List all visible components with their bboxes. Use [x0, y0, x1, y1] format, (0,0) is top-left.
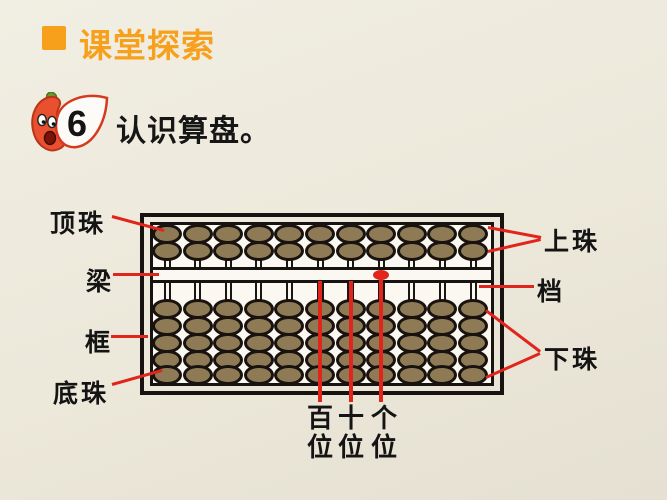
- abacus-bead: [274, 365, 305, 385]
- abacus-bead: [274, 241, 305, 261]
- pointer-line: [479, 284, 534, 288]
- abacus-bead: [427, 365, 458, 385]
- label-ones-place: 个位: [370, 403, 397, 462]
- place-marker-line: [348, 281, 353, 402]
- pointer-line: [111, 334, 148, 338]
- abacus-bead: [305, 241, 335, 261]
- abacus-bead: [396, 365, 427, 385]
- abacus-bead: [458, 241, 488, 261]
- label-beam: 梁: [86, 268, 115, 296]
- abacus-bead: [396, 241, 427, 261]
- abacus-bead: [243, 365, 274, 385]
- pepper-mouth-icon: [43, 130, 57, 146]
- section-bullet-icon: [42, 26, 66, 50]
- pointer-line: [113, 272, 159, 276]
- abacus-bead: [366, 241, 397, 261]
- exercise-badge: 6: [25, 92, 117, 158]
- exercise-title: 认识算盘。: [116, 115, 271, 148]
- abacus-bead: [152, 241, 182, 261]
- pepper-pupil-icon: [51, 122, 56, 126]
- pepper-pupil-icon: [41, 120, 46, 124]
- place-marker-line: [379, 277, 384, 402]
- abacus-bead: [458, 365, 488, 385]
- abacus-bead: [182, 241, 213, 261]
- abacus-beam: [153, 267, 491, 283]
- abacus-bead: [213, 241, 244, 261]
- label-lower-bead: 下珠: [544, 346, 601, 374]
- label-rod: 档: [537, 278, 566, 306]
- abacus-bead: [427, 241, 458, 261]
- exercise-number: 6: [66, 103, 88, 144]
- leaf-number-plate-icon: [54, 94, 109, 149]
- label-upper-bead: 上珠: [544, 228, 601, 256]
- label-frame: 框: [85, 329, 114, 357]
- abacus-bead: [182, 365, 213, 385]
- unit-rod-dot: [373, 270, 390, 280]
- section-title: 课堂探索: [79, 27, 215, 64]
- abacus-bead: [213, 365, 244, 385]
- label-bottom-bead: 底珠: [53, 380, 110, 408]
- abacus-bead: [243, 241, 274, 261]
- label-tens-place: 十位: [337, 403, 364, 462]
- pepper-mascot-icon: [31, 92, 109, 152]
- abacus-outer-frame: [140, 213, 504, 395]
- abacus-bead: [335, 241, 366, 261]
- label-hundreds-place: 百位: [306, 403, 333, 462]
- abacus-bead: [152, 365, 182, 385]
- place-marker-line: [318, 281, 322, 402]
- label-top-bead: 顶珠: [50, 210, 107, 238]
